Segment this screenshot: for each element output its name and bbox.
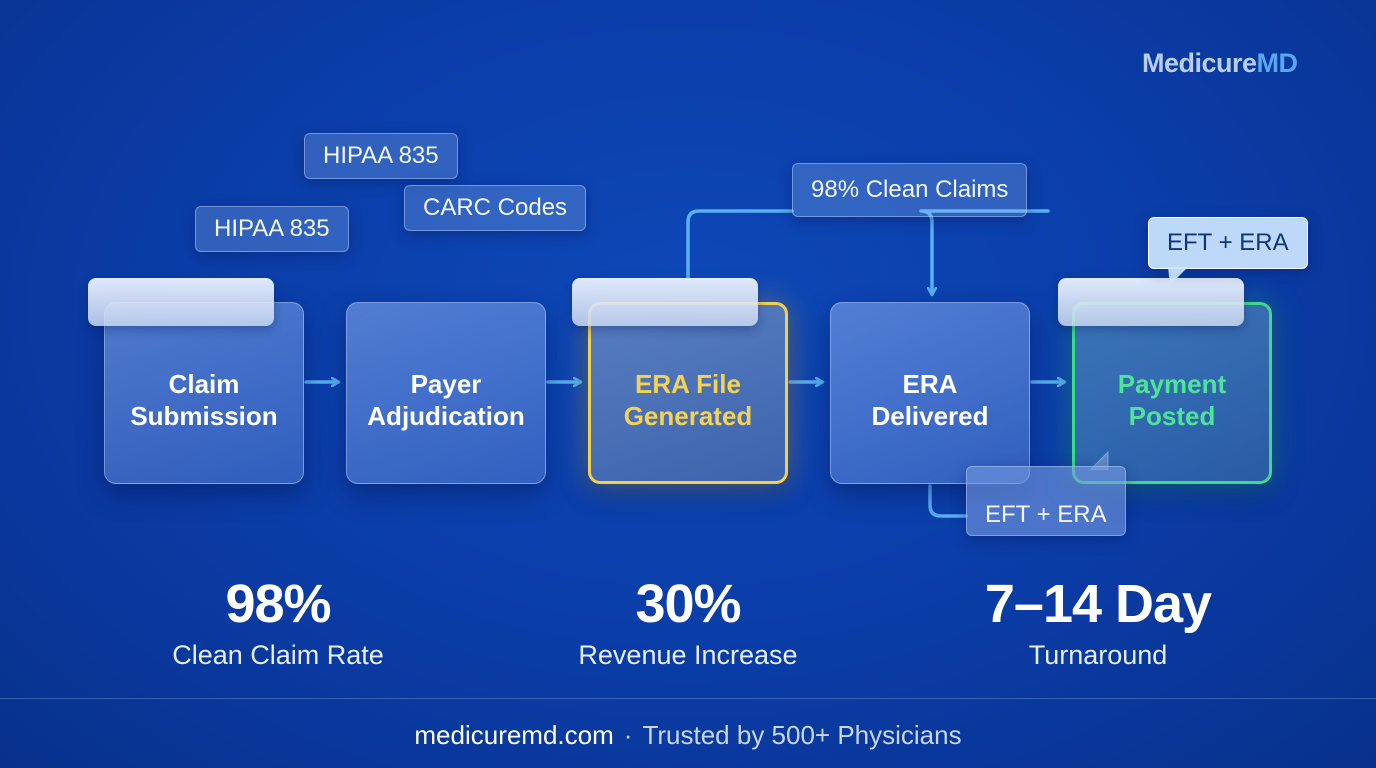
footer-separator: · xyxy=(623,720,633,750)
stat-turnaround: 7–14 Day Turnaround xyxy=(918,574,1278,672)
footer: medicuremd.com · Trusted by 500+ Physician… xyxy=(0,718,1376,752)
step-payment-posted: Payment Posted xyxy=(1072,302,1272,484)
folder-tab-era-file-generated xyxy=(572,278,758,326)
step-label: ERA File Generated xyxy=(623,369,753,431)
brand-logo-part1: Medicure xyxy=(1142,48,1257,78)
speech-pointer-top xyxy=(1168,267,1188,285)
tag-eft-era-bottom: EFT + ERA xyxy=(966,466,1126,536)
stat-caption: Revenue Increase xyxy=(578,640,798,670)
stat-caption: Clean Claim Rate xyxy=(172,640,384,670)
stat-value: 98% xyxy=(225,574,331,634)
brand-logo-part2: MD xyxy=(1256,48,1299,78)
step-label: Payment Posted xyxy=(1117,369,1227,431)
step-label: Payer Adjudication xyxy=(367,369,525,431)
stat-value: 7–14 Day xyxy=(984,574,1212,634)
stat-value: 30% xyxy=(635,574,741,634)
footer-trust-text: Trusted by 500+ Physicians xyxy=(642,720,962,750)
folder-tab-claim-submission xyxy=(88,278,274,326)
step-label: ERA Delivered xyxy=(871,369,989,431)
step-era-delivered: ERA Delivered xyxy=(830,302,1030,484)
stat-revenue-increase: 30% Revenue Increase xyxy=(508,574,868,672)
loop-line-eft-era xyxy=(928,484,968,518)
footer-site-link[interactable]: medicuremd.com xyxy=(414,720,614,750)
step-payer-adjudication: Payer Adjudication xyxy=(346,302,546,484)
step-label: Claim Submission xyxy=(130,369,278,431)
folder-tab-payment-posted xyxy=(1058,278,1244,326)
step-era-file-generated: ERA File Generated xyxy=(588,302,788,484)
brand-logo: MedicureMD xyxy=(1142,48,1298,79)
loop-arrow-clean-claims xyxy=(686,209,1050,294)
stat-clean-claim-rate: 98% Clean Claim Rate xyxy=(98,574,458,672)
footer-divider xyxy=(0,698,1376,699)
tag-hipaa-835-lower: HIPAA 835 xyxy=(195,206,349,252)
step-claim-submission: Claim Submission xyxy=(104,302,304,484)
tag-clean-claims: 98% Clean Claims xyxy=(792,163,1028,217)
stat-caption: Turnaround xyxy=(1028,640,1168,670)
tag-hipaa-835-upper: HIPAA 835 xyxy=(304,133,458,179)
tag-carc-codes: CARC Codes xyxy=(404,185,587,231)
speech-pointer-bottom xyxy=(1089,450,1109,470)
tag-eft-era-top: EFT + ERA xyxy=(1148,217,1308,269)
